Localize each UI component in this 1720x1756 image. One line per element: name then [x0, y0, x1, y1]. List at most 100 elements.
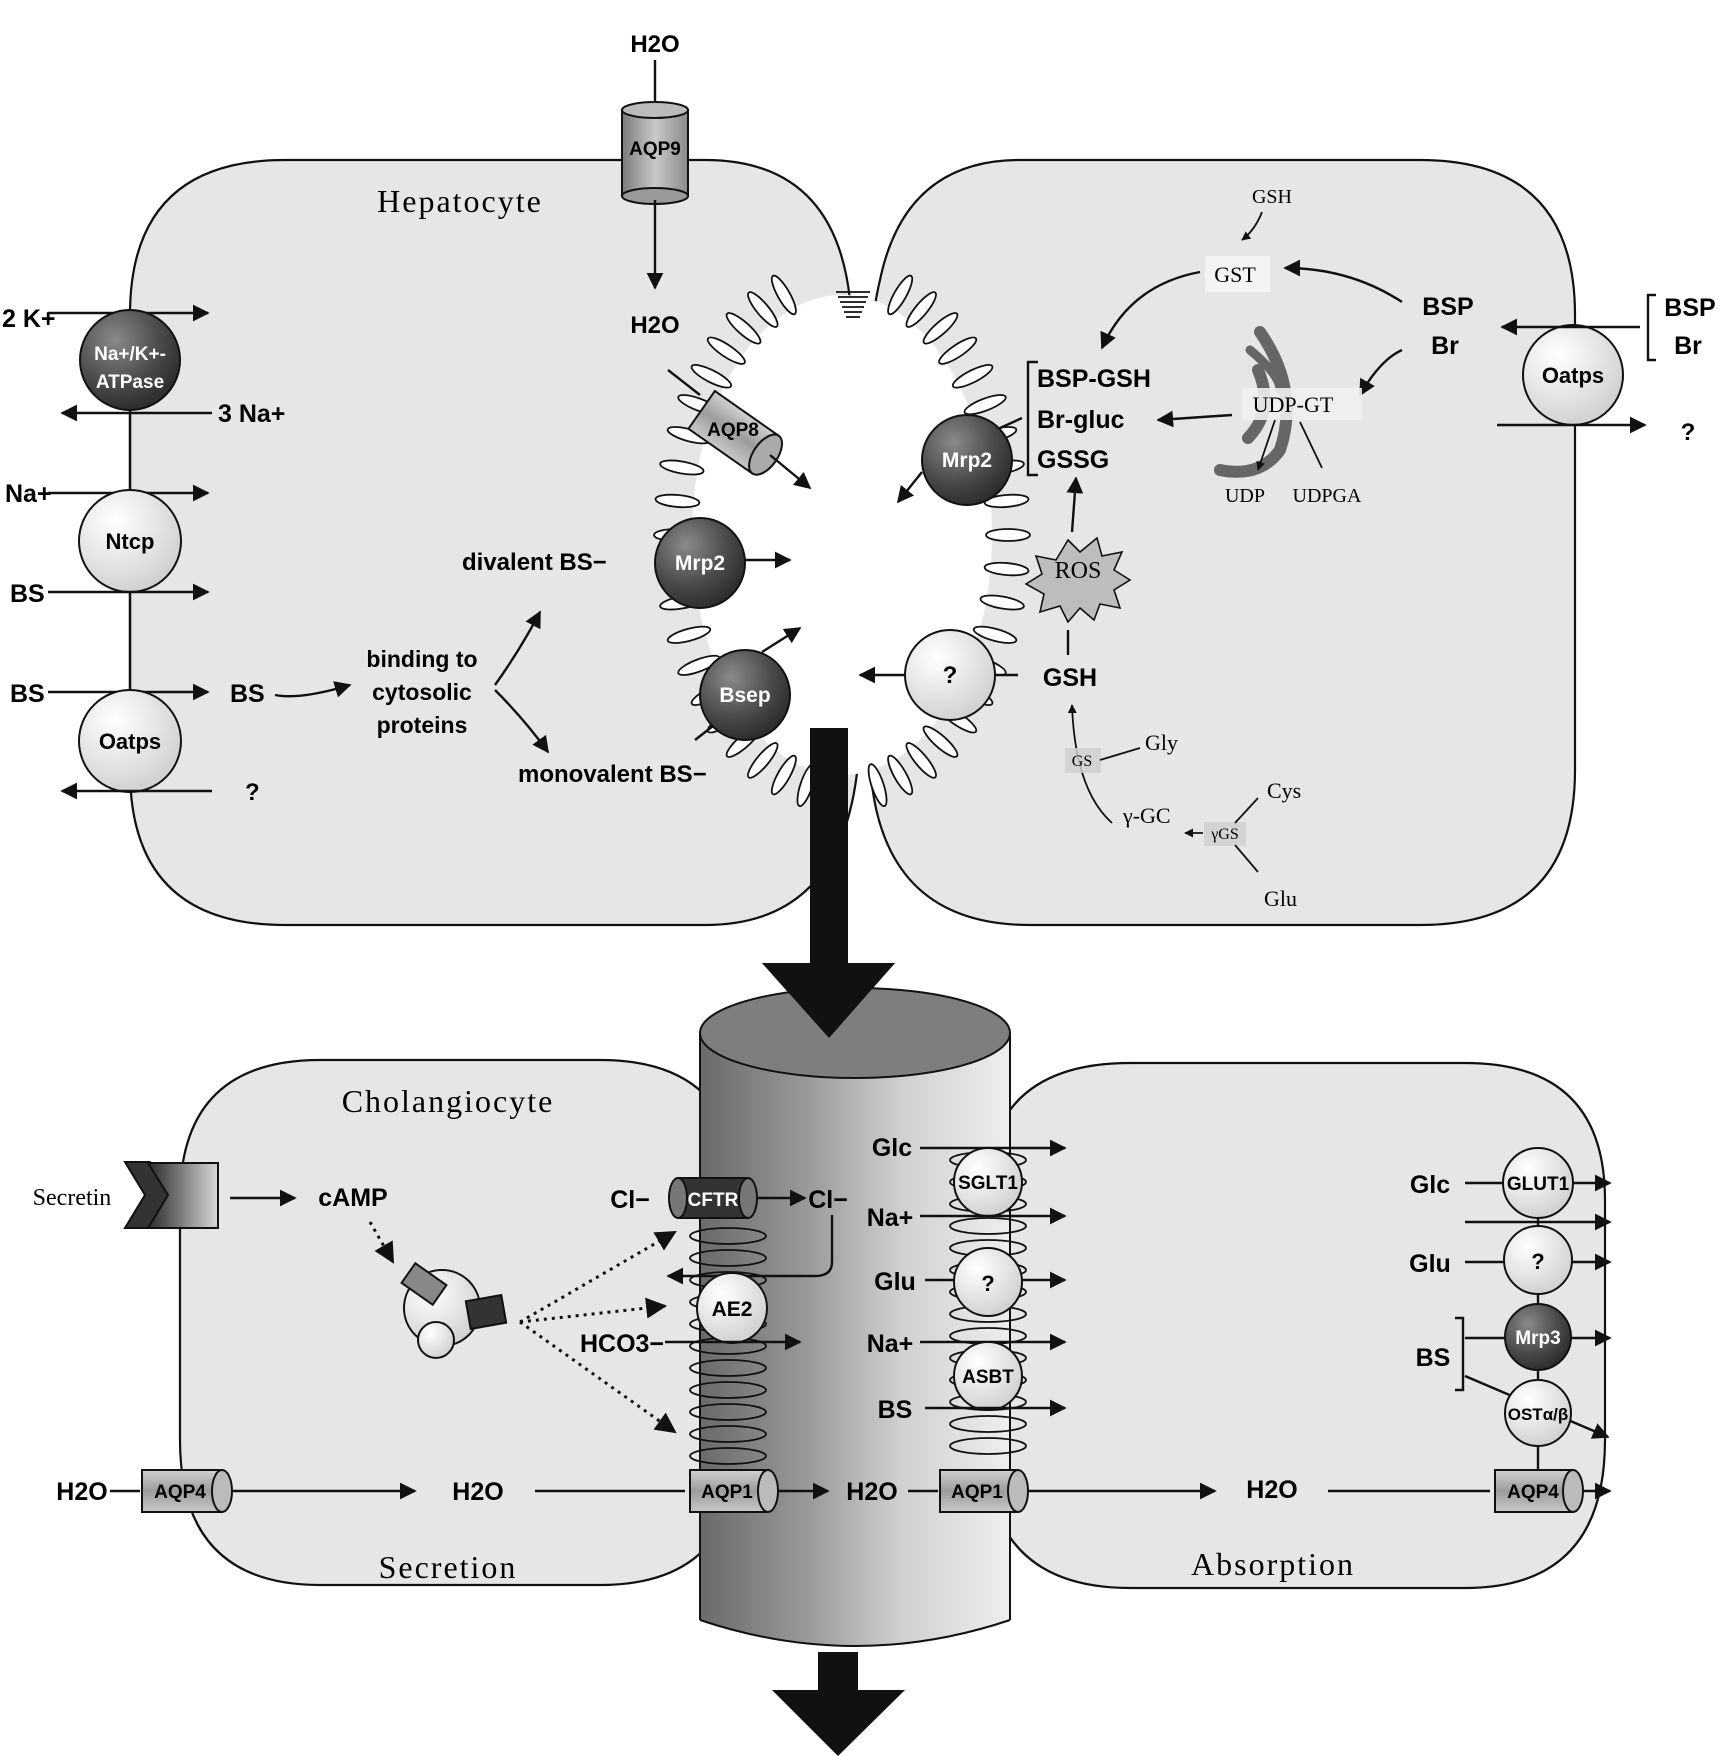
q-mid-label: ?	[981, 1271, 994, 1296]
cholangiocyte-title: Cholangiocyte	[342, 1083, 555, 1119]
bsp-out-label: BSP	[1664, 294, 1715, 322]
conj-bsp-gsh-label: BSP-GSH	[1037, 365, 1151, 393]
h2o-top-label: H2O	[630, 31, 679, 58]
glu-mid-transporter: ?	[953, 1247, 1023, 1317]
mrp3-label: Mrp3	[1515, 1328, 1560, 1349]
gst-label: GST	[1214, 262, 1256, 287]
cl-out-label: Cl−	[808, 1186, 848, 1214]
bs-label-3: BS	[230, 680, 265, 708]
oatps-left-transporter: Oatps	[78, 689, 182, 793]
aqp1-right-channel: AQP1	[939, 1469, 1029, 1513]
na2-label: Na+	[867, 1330, 914, 1358]
cl-in-label: Cl−	[610, 1186, 650, 1214]
glu-abs-label: Glu	[874, 1268, 916, 1296]
mrp2-left-transporter: Mrp2	[654, 517, 746, 609]
aqp1-right-label: AQP1	[951, 1482, 1003, 1503]
mrp3-transporter: Mrp3	[1504, 1303, 1572, 1371]
h2o-mid-label-chol: H2O	[452, 1478, 503, 1506]
bs-abs-label: BS	[878, 1396, 913, 1424]
binding-label-1: binding to	[366, 646, 477, 672]
ros-label: ROS	[1055, 558, 1102, 584]
asbt-label: ASBT	[962, 1367, 1014, 1388]
cholangiocyte-panel: Cholangiocyte Secretin cAMP Cl− CFTR Cl−	[33, 963, 1612, 1647]
ost-label: OSTα/β	[1508, 1405, 1569, 1424]
aqp9-label: AQP9	[629, 139, 681, 160]
secretin-receptor	[123, 1161, 219, 1229]
ntcp-transporter: Ntcp	[78, 489, 182, 593]
na3-label: 3 Na+	[218, 400, 285, 428]
cftr-label: CFTR	[688, 1190, 739, 1211]
h2o-left-label: H2O	[56, 1478, 107, 1506]
udp-gt-label: UDP-GT	[1253, 392, 1334, 417]
h2o-mid-label: H2O	[630, 312, 679, 339]
hepatocyte-panel: Hepatocyte H2O AQP9 H2O AQP8 2 K+ Na+/K+…	[2, 31, 1716, 927]
h2o-lumen-label: H2O	[846, 1478, 897, 1506]
glc-right-label: Glc	[1410, 1171, 1450, 1199]
bs-right-label: BS	[1416, 1344, 1451, 1372]
glu-right-label: Glu	[1409, 1250, 1451, 1278]
glu-label: Glu	[1264, 886, 1297, 911]
mrp2-right-transporter: Mrp2	[921, 414, 1013, 506]
udpga-label: UDPGA	[1293, 485, 1362, 507]
hco3-label: HCO3−	[580, 1330, 664, 1358]
gsh-transporter: ?	[904, 629, 996, 721]
tight-junction	[836, 291, 870, 318]
gly-label: Gly	[1145, 730, 1178, 755]
asbt-transporter: ASBT	[953, 1341, 1023, 1411]
sglt1-transporter: SGLT1	[953, 1147, 1023, 1217]
gsh-top-label: GSH	[1252, 186, 1292, 208]
aqp8-label: AQP8	[707, 420, 759, 441]
gsh-transporter-label: ?	[943, 662, 958, 689]
binding-label-2: cytosolic	[372, 679, 472, 705]
hepatocyte-left-cell	[128, 158, 862, 927]
mrp2-left-label: Mrp2	[675, 552, 725, 575]
aqp8-channel	[687, 389, 784, 476]
glc-label: Glc	[872, 1134, 912, 1162]
sglt1-label: SGLT1	[958, 1173, 1018, 1194]
monovalent-bs-label: monovalent BS−	[518, 761, 707, 788]
glut1-label: GLUT1	[1507, 1174, 1570, 1195]
conj-br-gluc-label: Br-gluc	[1037, 406, 1125, 434]
hepatocyte-title: Hepatocyte	[377, 183, 543, 219]
camp-label: cAMP	[318, 1184, 387, 1212]
oatps-right-label: Oatps	[1542, 363, 1604, 388]
aqp9-channel: AQP9	[621, 101, 689, 205]
na-k-atpase-label-2: ATPase	[96, 372, 164, 393]
gsh-label: GSH	[1043, 664, 1097, 692]
bile-flow-arrow-tip	[762, 963, 895, 1038]
k2-label: 2 K+	[2, 305, 56, 333]
glut1-transporter: GLUT1	[1502, 1147, 1574, 1219]
cftr-channel: CFTR	[668, 1177, 758, 1219]
binding-label-3: proteins	[377, 712, 468, 738]
divalent-bs-label: divalent BS−	[462, 549, 607, 576]
na1-label: Na+	[867, 1204, 914, 1232]
oatps-left-label: Oatps	[99, 729, 161, 754]
gs-label: GS	[1072, 753, 1092, 770]
aqp4-right-label: AQP4	[1507, 1482, 1559, 1503]
aqp1-left-label: AQP1	[701, 1482, 753, 1503]
na-k-atpase: Na+/K+- ATPase	[79, 309, 181, 411]
glu-right-transporter: ?	[1503, 1225, 1573, 1295]
na-k-atpase-label-1: Na+/K+-	[94, 344, 166, 365]
udp-label: UDP	[1225, 485, 1265, 507]
bsp-label: BSP	[1422, 293, 1473, 321]
ae2-transporter: AE2	[696, 1272, 768, 1344]
br-out-label: Br	[1674, 332, 1702, 360]
gamma-gs-label: γGS	[1210, 826, 1239, 843]
q-left-label: ?	[245, 779, 260, 806]
secretin-label: Secretin	[33, 1185, 112, 1211]
na-label: Na+	[5, 480, 52, 508]
mrp2-right-label: Mrp2	[942, 449, 992, 472]
ost-transporter: OSTα/β	[1504, 1379, 1572, 1447]
aqp4-left-label: AQP4	[154, 1482, 206, 1503]
ntcp-label: Ntcp	[106, 529, 155, 554]
bsep-transporter: Bsep	[699, 649, 791, 741]
aqp4-right-channel: AQP4	[1494, 1469, 1584, 1513]
ae2-label: AE2	[712, 1298, 753, 1321]
aqp4-left-channel: AQP4	[141, 1469, 233, 1513]
br-label: Br	[1431, 332, 1459, 360]
ros-star: ROS	[1024, 536, 1132, 624]
bile-flow-arrow-top	[762, 728, 895, 1038]
bs-label-2: BS	[10, 680, 45, 708]
bsep-label: Bsep	[719, 684, 770, 707]
